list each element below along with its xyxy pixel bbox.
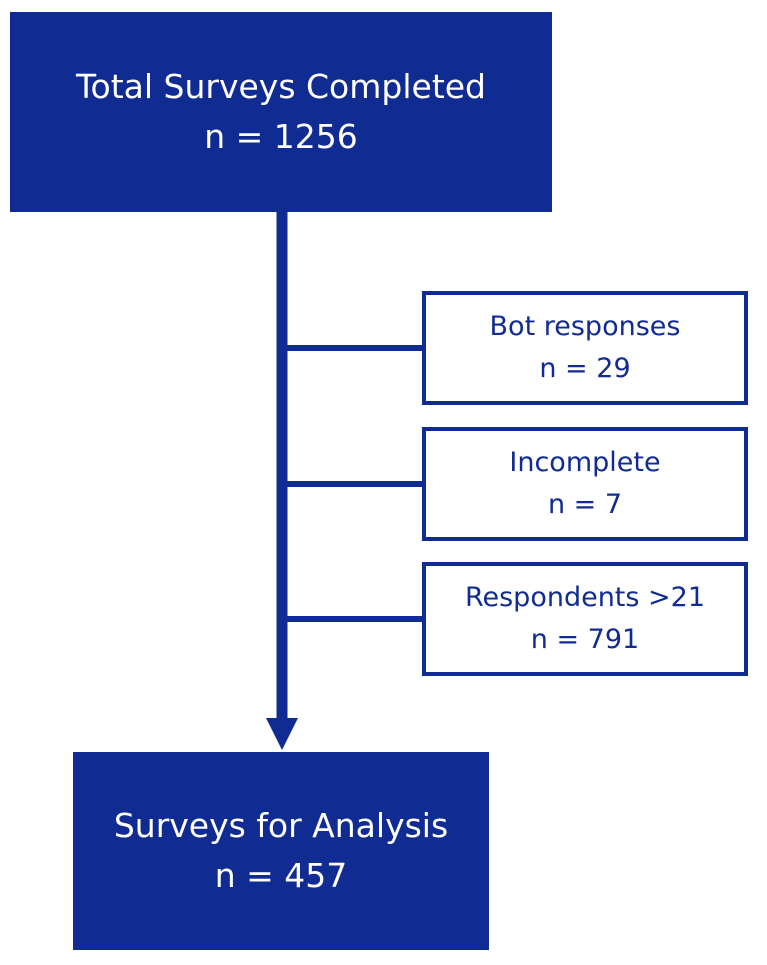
exclusion-count: n = 7: [547, 489, 623, 520]
analysis-title: Surveys for Analysis: [113, 806, 449, 845]
flow-arrowhead: [266, 718, 298, 750]
analysis-count: n = 457: [214, 856, 348, 895]
exclusion-label: Incomplete: [509, 447, 661, 478]
exclusion-count: n = 791: [530, 624, 640, 655]
exclusion-label: Bot responses: [489, 311, 681, 342]
exclusion-box-respondents: Respondents >21 n = 791: [422, 562, 748, 676]
exclusion-box-incomplete: Incomplete n = 7: [422, 427, 748, 541]
exclusion-label: Respondents >21: [464, 582, 706, 613]
total-surveys-count: n = 1256: [204, 117, 358, 156]
total-surveys-title: Total Surveys Completed: [75, 67, 487, 106]
surveys-for-analysis-box: Surveys for Analysis n = 457: [73, 752, 489, 950]
total-surveys-box: Total Surveys Completed n = 1256: [10, 12, 552, 212]
exclusion-box-bot-responses: Bot responses n = 29: [422, 291, 748, 405]
exclusion-count: n = 29: [539, 353, 631, 384]
